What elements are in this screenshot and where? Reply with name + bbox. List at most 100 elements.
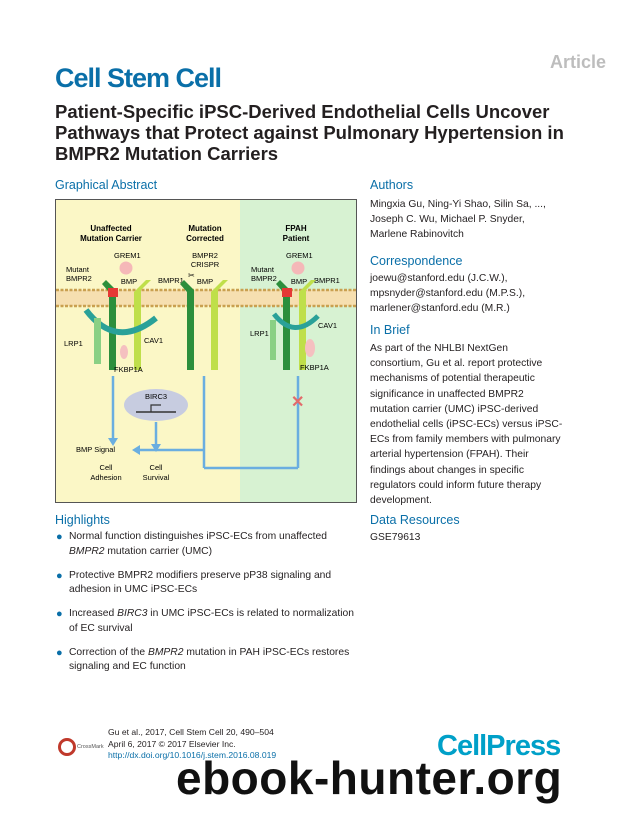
highlight-item: ● Increased BIRC3 in UMC iPSC-ECs is rel… bbox=[55, 607, 355, 636]
paper-title: Patient-Specific iPSC-Derived Endothelia… bbox=[55, 101, 564, 164]
cav1-band-umc bbox=[83, 308, 158, 336]
author-line: Joseph C. Wu, Michael P. Snyder, bbox=[370, 214, 525, 226]
bullet-icon: ● bbox=[56, 569, 63, 582]
bullet-icon: ● bbox=[56, 646, 63, 659]
highlights-list: ● Normal function distinguishes iPSC-ECs… bbox=[55, 530, 355, 684]
highlight-italic: BMPR2 bbox=[147, 646, 184, 658]
author-line: Marlene Rabinovitch bbox=[370, 229, 464, 241]
bmpr2-receptor-umc bbox=[102, 280, 116, 370]
email-link[interactable]: joewu@stanford.edu (J.C.W.), bbox=[370, 273, 508, 284]
label-bmpr2-corrected: BMPR2 bbox=[192, 251, 218, 260]
label-bmp-signal: BMP Signal bbox=[76, 445, 115, 454]
label-bmp-corrected: BMP bbox=[197, 277, 213, 286]
geo-accession-link[interactable]: GSE79613 bbox=[370, 532, 421, 543]
bmpr1-receptor-corrected bbox=[211, 280, 228, 370]
in-brief-line: endothelial cells (iPSC-ECs) versus iPSC… bbox=[370, 419, 563, 431]
col-title-umc-l1: Unaffected bbox=[90, 224, 131, 233]
graphical-abstract-figure: Unaffected Mutation Carrier Mutation Cor… bbox=[55, 199, 357, 503]
bmpr1-receptor-fpah bbox=[299, 280, 316, 370]
crossmark-icon[interactable] bbox=[58, 738, 76, 756]
correspondence-list: joewu@stanford.edu (J.C.W.), mpsnyder@st… bbox=[370, 271, 525, 317]
label-bmpr1-umc: BMPR1 bbox=[158, 276, 184, 285]
email-link[interactable]: mpsnyder@stanford.edu (M.P.S.), bbox=[370, 288, 526, 300]
date-copyright: April 6, 2017 © 2017 Elsevier Inc. bbox=[108, 738, 236, 749]
label-bmpr2-umc: BMPR2 bbox=[66, 274, 92, 283]
label-survival: Survival bbox=[143, 473, 170, 482]
in-brief-line: findings about changes in specific bbox=[370, 464, 524, 476]
highlight-text: mutation in PAH iPSC-ECs restores bbox=[183, 646, 350, 658]
label-grem1-fpah: GREM1 bbox=[286, 251, 313, 260]
bmpr1-receptor-umc bbox=[134, 280, 151, 370]
label-fkbp1a-fpah: FKBP1A bbox=[300, 363, 329, 372]
highlight-item: ● Correction of the BMPR2 mutation in PA… bbox=[55, 646, 355, 675]
in-brief-line: development. bbox=[370, 495, 432, 507]
citation-line: Gu et al., 2017, Cell Stem Cell 20, 490–… bbox=[108, 727, 274, 737]
label-fkbp1a-umc: FKBP1A bbox=[114, 365, 143, 374]
highlight-text: of EC survival bbox=[69, 622, 133, 634]
highlight-text: mutation carrier (UMC) bbox=[104, 545, 213, 557]
graphical-abstract-svg: Unaffected Mutation Carrier Mutation Cor… bbox=[56, 200, 356, 502]
correspondence-heading: Correspondence bbox=[370, 254, 463, 268]
bullet-icon: ● bbox=[56, 608, 63, 620]
inhibition-x-icon: ✕ bbox=[291, 394, 304, 411]
journal-logo: Cell Stem Cell bbox=[55, 63, 222, 93]
col-title-umc-l2: Mutation Carrier bbox=[80, 234, 142, 243]
lrp1-bar-fpah bbox=[270, 320, 276, 360]
bmpr2-mutation-mark bbox=[108, 288, 118, 297]
highlight-text: Increased bbox=[69, 608, 118, 619]
yellow-panel bbox=[56, 200, 240, 502]
email-link[interactable]: marlener@stanford.edu (M.R.) bbox=[370, 303, 510, 315]
label-lrp1-umc: LRP1 bbox=[64, 339, 83, 348]
author-line: Mingxia Gu, Ning-Yi Shao, Silin Sa, ..., bbox=[370, 199, 546, 210]
in-brief-line: As part of the NHLBI NextGen bbox=[370, 343, 508, 354]
cell-membrane bbox=[56, 288, 356, 308]
scissors-icon: ✂ bbox=[188, 271, 195, 280]
label-crispr: CRISPR bbox=[191, 260, 220, 269]
highlight-text: Normal function distinguishes iPSC-ECs f… bbox=[69, 531, 327, 542]
cav1-band-fpah bbox=[272, 312, 320, 330]
label-bmpr2-fpah: BMPR2 bbox=[251, 274, 277, 283]
in-brief-line: ECs from family members with pulmonary bbox=[370, 434, 561, 446]
col-title-fpah-l1: FPAH bbox=[285, 224, 306, 233]
citation-block: Gu et al., 2017, Cell Stem Cell 20, 490–… bbox=[108, 727, 276, 762]
highlight-italic: BMPR2 bbox=[69, 545, 105, 557]
highlight-italic: BIRC3 bbox=[117, 608, 148, 619]
in-brief-line: arterial hypertension (FPAH). Their bbox=[370, 449, 529, 461]
highlight-text: in UMC iPSC-ECs is related to normalizat… bbox=[147, 608, 354, 619]
cellpress-logo: CellPress bbox=[437, 730, 561, 762]
label-mutant-umc: Mutant bbox=[66, 265, 90, 274]
label-cell-1: Cell bbox=[100, 463, 113, 472]
label-cell-2: Cell bbox=[150, 463, 163, 472]
fkbp1a-blob-fpah bbox=[305, 339, 315, 357]
label-cav1-umc: CAV1 bbox=[144, 336, 163, 345]
in-brief-heading: In Brief bbox=[370, 323, 410, 337]
highlight-text: Protective BMPR2 modifiers preserve pP38… bbox=[69, 569, 332, 581]
label-adhesion: Adhesion bbox=[90, 473, 121, 482]
article-type-label: Article bbox=[549, 52, 606, 72]
highlight-text: Correction of the bbox=[69, 646, 148, 658]
bullet-icon: ● bbox=[56, 531, 63, 543]
label-bmp-fpah: BMP bbox=[291, 277, 307, 286]
authors-heading: Authors bbox=[370, 178, 414, 192]
col-title-corrected-l1: Mutation bbox=[188, 224, 221, 233]
fkbp1a-blob-umc bbox=[120, 345, 128, 359]
in-brief-line: significance in unaffected BMPR2 bbox=[370, 388, 524, 400]
highlights-heading: Highlights bbox=[55, 513, 110, 527]
bmpr2-mutation-mark-fpah bbox=[282, 288, 292, 297]
data-resources-heading: Data Resources bbox=[370, 513, 460, 527]
arrowhead-birc3 bbox=[151, 444, 161, 452]
arrowhead-umc bbox=[108, 438, 118, 446]
doi-link[interactable]: http://dx.doi.org/10.1016/j.stem.2016.08… bbox=[108, 750, 277, 760]
highlight-text: adhesion in UMC iPSC-ECs bbox=[69, 584, 198, 595]
label-lrp1-fpah: LRP1 bbox=[250, 329, 269, 338]
lrp1-bar-umc bbox=[94, 318, 101, 364]
in-brief-line: consortium, Gu et al. report protective bbox=[370, 358, 543, 370]
label-mutant-fpah: Mutant bbox=[251, 265, 275, 274]
grem1-blob-umc bbox=[119, 261, 133, 275]
watermark-text: ebook-hunter.org bbox=[176, 752, 563, 804]
col-title-corrected-l2: Corrected bbox=[186, 234, 224, 243]
in-brief-text: As part of the NHLBI NextGen consortium,… bbox=[370, 341, 562, 508]
bmpr2-receptor-corrected bbox=[180, 280, 194, 370]
crossmark-label: CrossMark bbox=[77, 744, 104, 750]
grem1-blob-fpah bbox=[291, 261, 305, 275]
